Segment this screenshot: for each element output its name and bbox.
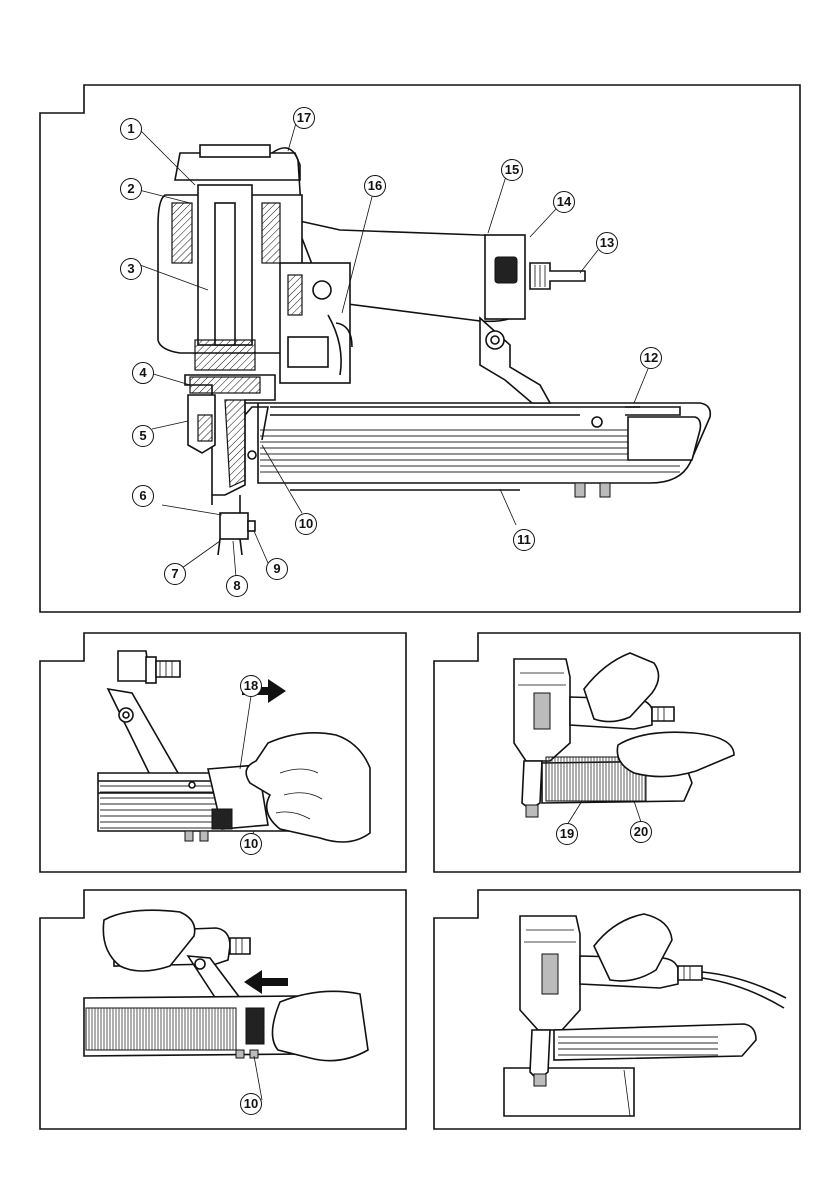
callout-17: 17 (293, 107, 315, 129)
figure-5-operation (434, 890, 801, 1130)
callout-14: 14 (553, 191, 575, 213)
callout-4: 4 (132, 362, 154, 384)
callout-3: 3 (120, 258, 142, 280)
callout-10: 10 (240, 833, 262, 855)
callout-10: 10 (240, 1093, 262, 1115)
callout-6: 6 (132, 485, 154, 507)
figure-1-cutaway: 1 2 3 4 5 6 7 8 9 10 11 12 13 14 15 16 1… (40, 85, 801, 613)
callout-1: 1 (120, 118, 142, 140)
callout-5: 5 (132, 425, 154, 447)
figure-1-drawing (40, 85, 801, 613)
callout-19: 19 (556, 823, 578, 845)
hand-bottom (617, 732, 734, 776)
figure-5-drawing (434, 890, 801, 1130)
callout-10: 10 (295, 513, 317, 535)
callout-9: 9 (266, 558, 288, 580)
callout-20: 20 (630, 821, 652, 843)
hand-lower (272, 991, 368, 1060)
figure-2-drawing (40, 633, 407, 873)
figure-3-insert-nails: 19 20 (434, 633, 801, 873)
callout-18: 18 (240, 675, 262, 697)
callout-15: 15 (501, 159, 523, 181)
callout-11: 11 (513, 529, 535, 551)
arrow-left-icon (244, 970, 288, 994)
callout-12: 12 (640, 347, 662, 369)
callout-8: 8 (226, 575, 248, 597)
callout-16: 16 (364, 175, 386, 197)
figure-4-release-pusher: 10 (40, 890, 407, 1130)
wood-board (504, 1068, 634, 1116)
figure-2-load-pusher: 18 10 (40, 633, 407, 873)
callout-7: 7 (164, 563, 186, 585)
figure-3-drawing (434, 633, 801, 873)
callout-2: 2 (120, 178, 142, 200)
air-plug (530, 263, 585, 289)
callout-13: 13 (596, 232, 618, 254)
figure-4-drawing (40, 890, 407, 1130)
